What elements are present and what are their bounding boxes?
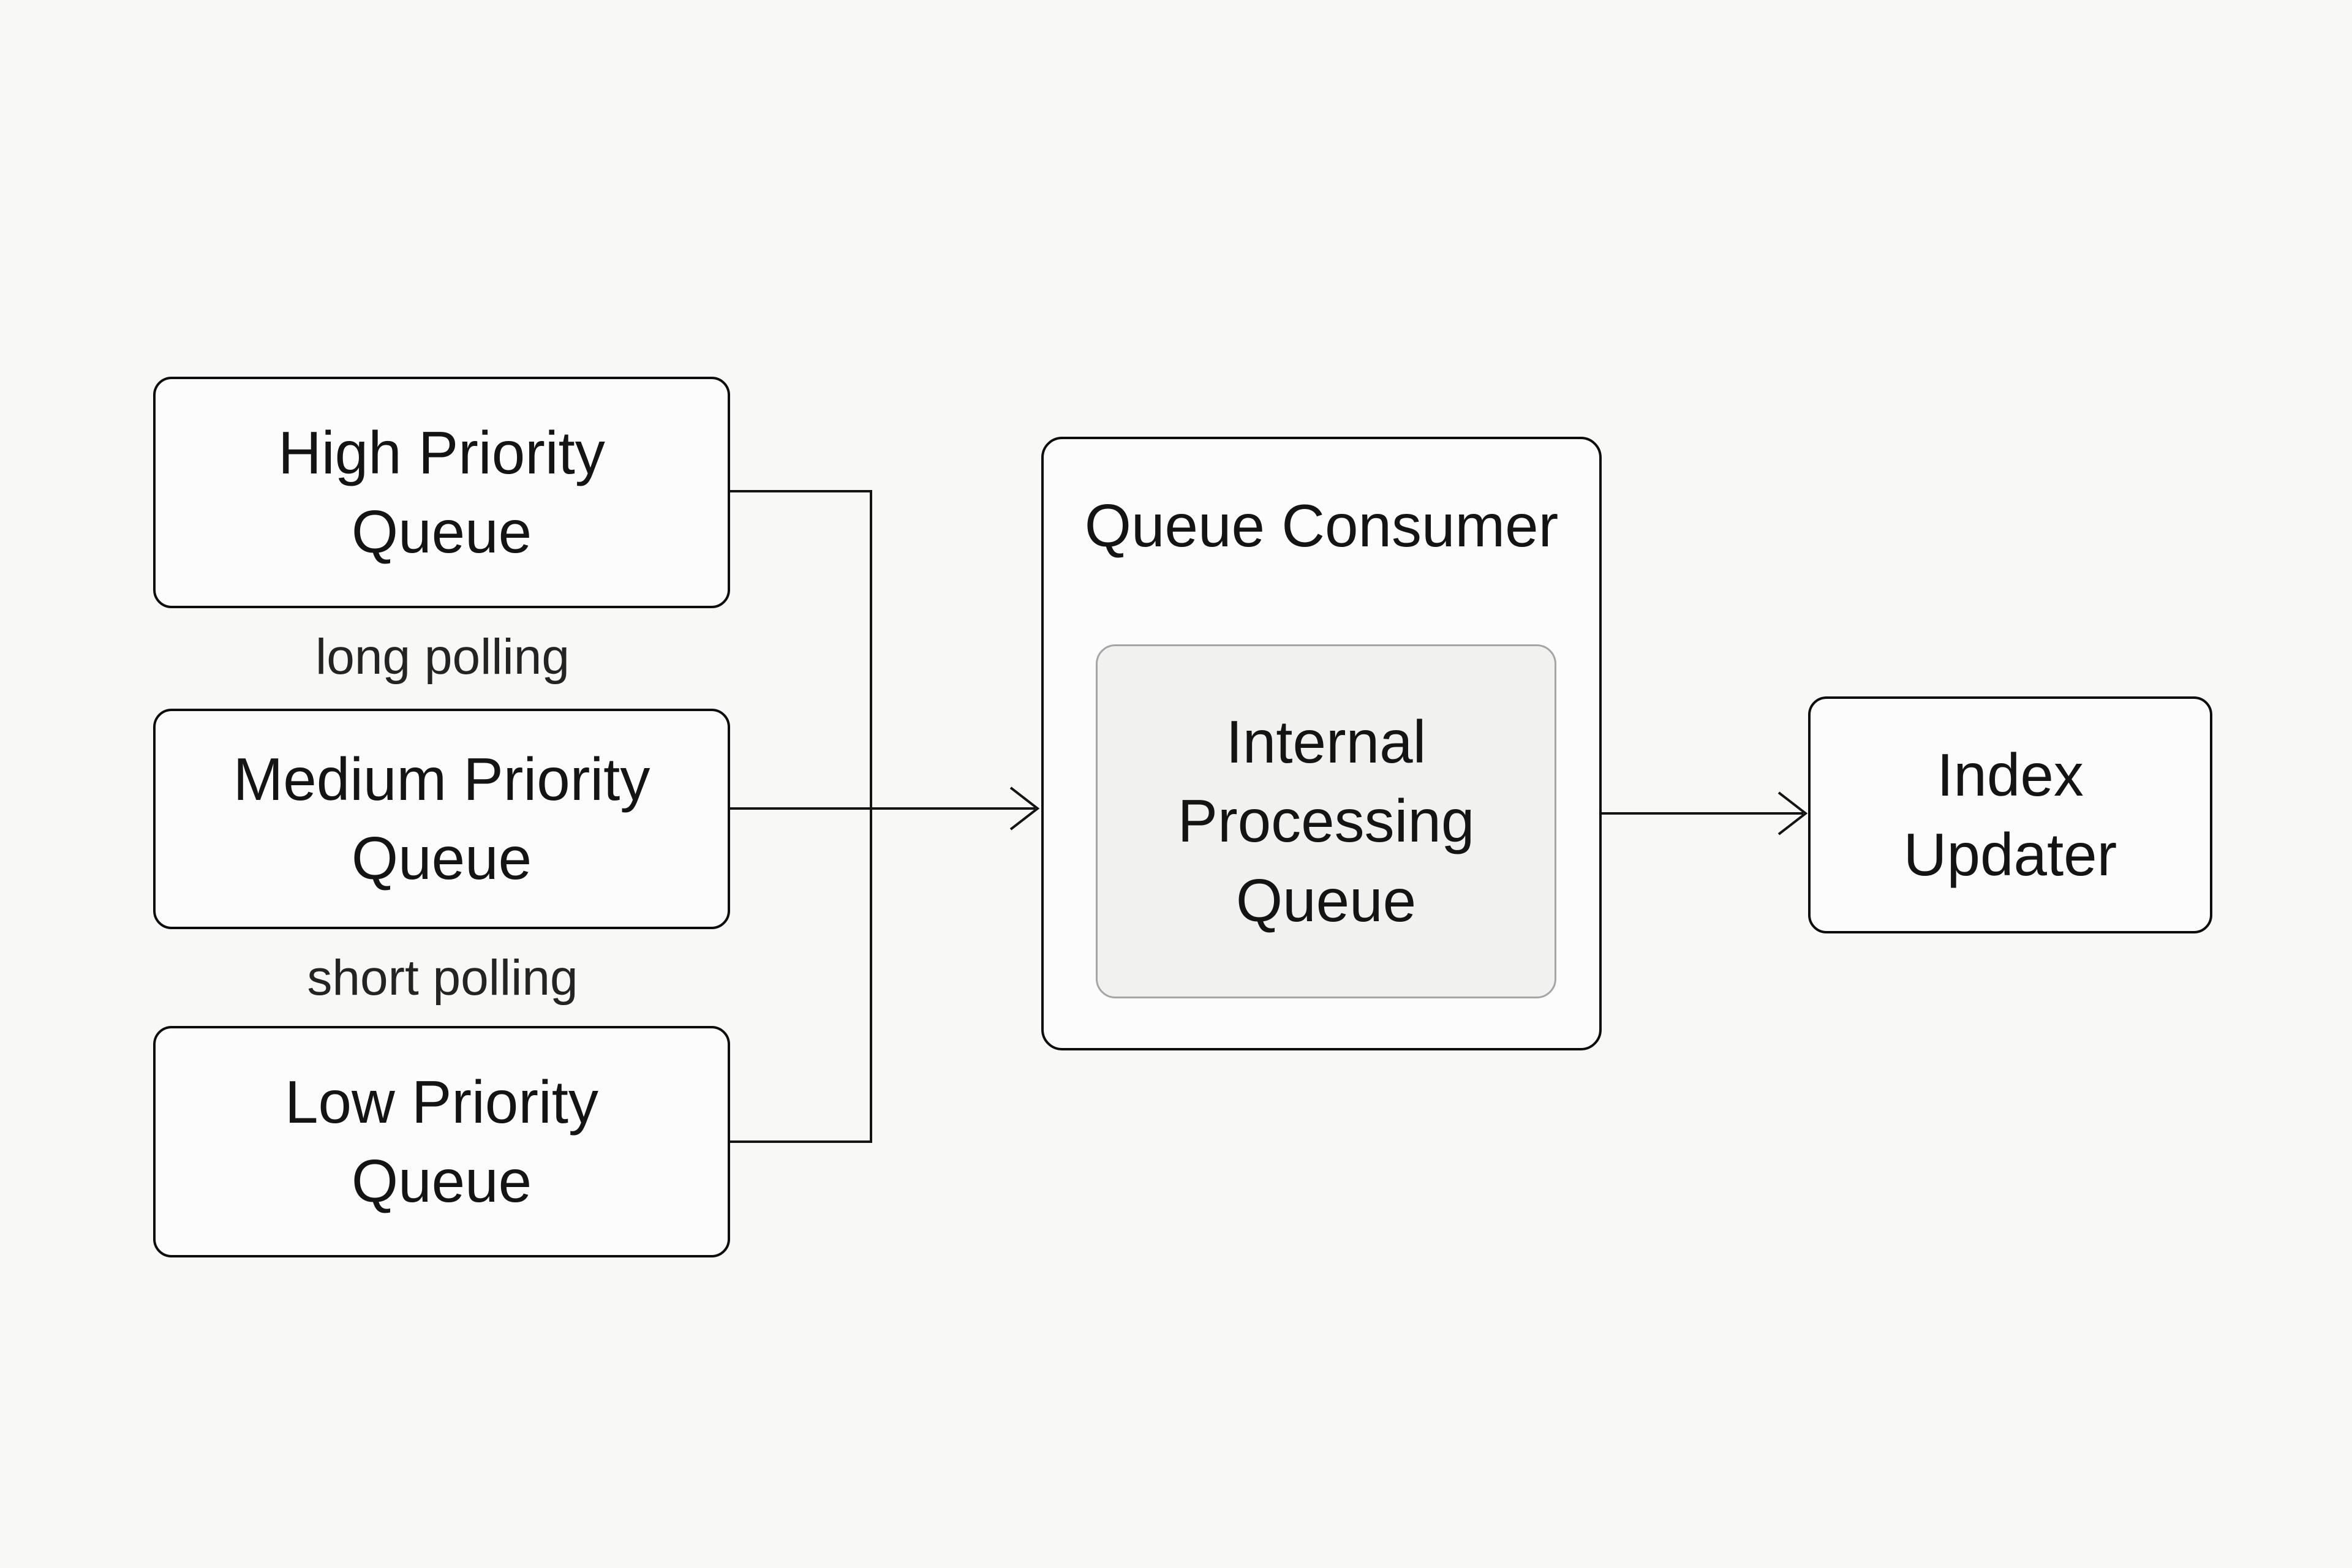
node-high-priority-queue-label: High Priority Queue [278,418,605,565]
node-medium-priority-queue: Medium Priority Queue [153,709,730,929]
arrowhead-into-queue-consumer [1009,786,1040,831]
node-queue-consumer-title: Queue Consumer [1084,492,1559,559]
arrowhead-into-index-updater [1777,791,1808,835]
node-high-priority-queue: High Priority Queue [153,377,730,608]
node-index-updater-label: Index Updater [1903,741,2117,888]
node-internal-processing-queue-label: Internal Processing Queue [1177,707,1475,934]
edge-label-short-polling: short polling [307,950,578,1006]
node-low-priority-queue-label: Low Priority Queue [285,1068,598,1215]
edge-label-long-polling: long polling [315,629,570,685]
node-queue-consumer: Queue Consumer Internal Processing Queue [1041,437,1602,1050]
node-index-updater: Index Updater [1808,696,2212,933]
node-medium-priority-queue-label: Medium Priority Queue [233,745,650,892]
node-low-priority-queue: Low Priority Queue [153,1026,730,1257]
node-internal-processing-queue: Internal Processing Queue [1096,644,1556,998]
